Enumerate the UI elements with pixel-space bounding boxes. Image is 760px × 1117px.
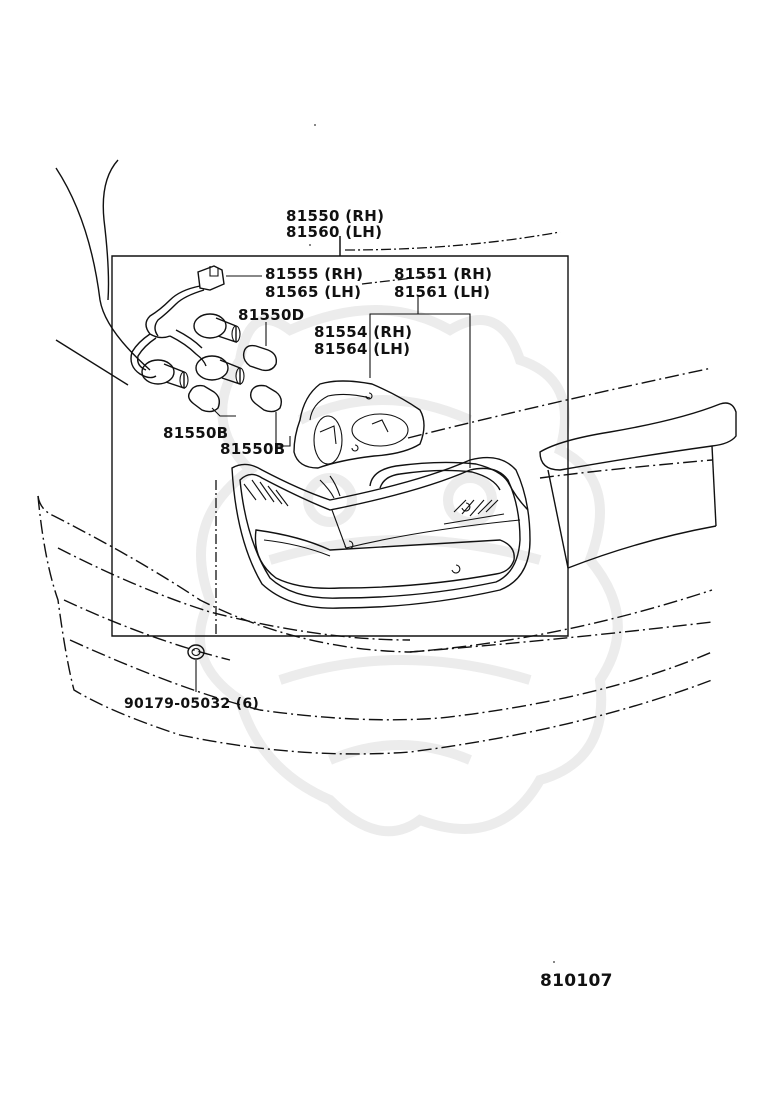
label-socket-rh: 81555 (RH) [265,265,363,283]
scan-specks [309,124,555,963]
leader-lines [195,236,471,692]
socket-plate [293,380,425,469]
tail-lamp-assembly [231,456,531,609]
lens-gasket [319,461,529,511]
figure-number: 810107 [540,971,613,991]
label-lens-lh: 81561 (LH) [394,283,490,301]
watermark-emblem [195,305,623,837]
label-nut: 90179-05032 (6) [124,696,259,712]
label-lens-rh: 81551 (RH) [394,265,492,283]
label-socket-lh: 81565 (LH) [265,283,361,301]
trunk-garnish-outline [407,367,737,569]
body-panel-outline [55,159,561,386]
nut-part [187,644,205,660]
label-assembly-lh: 81560 (LH) [286,223,382,241]
label-gasket-rh: 81554 (RH) [314,323,412,341]
socket-and-wire-harness [130,265,283,413]
rear-bumper-outline [37,495,713,755]
label-bulb-d: 81550D [238,306,304,324]
label-bulb-b-right: 81550B [220,440,285,458]
label-bulb-b-left: 81550B [163,424,228,442]
label-assembly-rh: 81550 (RH) [286,207,384,225]
callout-labels: 81550 (RH) 81560 (LH) 81555 (RH) 81565 (… [124,207,613,991]
label-gasket-lh: 81564 (LH) [314,340,410,358]
